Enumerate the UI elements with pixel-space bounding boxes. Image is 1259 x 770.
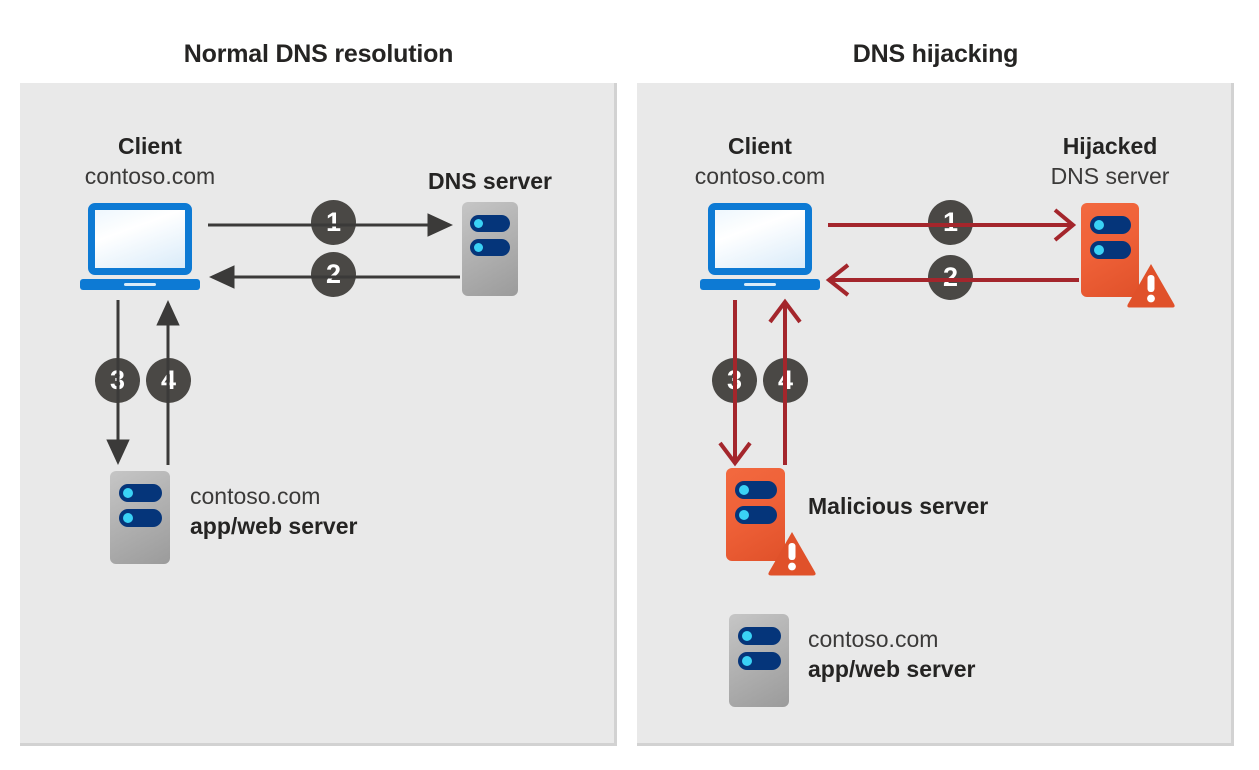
laptop-screen bbox=[708, 203, 812, 275]
warning-triangle-icon bbox=[768, 532, 816, 576]
server-led-2 bbox=[1094, 245, 1104, 255]
right-client-name: Client bbox=[728, 133, 792, 159]
left-dns-server-label: DNS server bbox=[395, 166, 585, 196]
left-dns-server-icon bbox=[462, 202, 518, 296]
server-led-1 bbox=[1094, 220, 1104, 230]
panel-normal-dns-resolution bbox=[20, 83, 617, 746]
left-step-badge-1: 1 bbox=[311, 200, 356, 245]
server-led-2 bbox=[739, 510, 749, 520]
right-step-badge-3: 3 bbox=[712, 358, 757, 403]
panel-title-dns-hijacking: DNS hijacking bbox=[852, 40, 1019, 68]
right-step-badge-1: 1 bbox=[928, 200, 973, 245]
right-app-web-server-role: app/web server bbox=[808, 656, 976, 682]
server-led-1 bbox=[474, 219, 483, 228]
right-hijacked-dns-server-subtitle: DNS server bbox=[1050, 163, 1170, 189]
laptop-screen bbox=[88, 203, 192, 275]
left-app-web-server-role: app/web server bbox=[190, 513, 358, 539]
right-hijacked-dns-server-icon bbox=[1081, 203, 1139, 297]
right-hijacked-dns-server-label: Hijacked DNS server bbox=[1020, 131, 1200, 191]
left-client-domain: contoso.com bbox=[84, 163, 216, 189]
server-led-2 bbox=[123, 513, 133, 523]
server-led-1 bbox=[739, 485, 749, 495]
left-app-web-server-icon bbox=[110, 471, 170, 564]
right-client-label: Client contoso.com bbox=[665, 131, 855, 191]
left-step-badge-3: 3 bbox=[95, 358, 140, 403]
right-app-web-server-domain: contoso.com bbox=[808, 626, 939, 652]
server-led-1 bbox=[123, 488, 133, 498]
warning-triangle-icon bbox=[1127, 264, 1175, 308]
panel-title-normal-dns-resolution: Normal DNS resolution bbox=[183, 40, 454, 68]
right-client-domain: contoso.com bbox=[694, 163, 826, 189]
right-laptop-icon bbox=[700, 203, 820, 293]
server-led-2 bbox=[742, 656, 752, 666]
left-app-web-server-domain: contoso.com bbox=[190, 483, 321, 509]
laptop-base-notch bbox=[744, 283, 776, 286]
right-app-web-server-icon bbox=[729, 614, 789, 707]
right-malicious-server-icon bbox=[726, 468, 785, 561]
left-laptop-icon bbox=[80, 203, 200, 293]
right-hijacked-dns-server-name: Hijacked bbox=[1062, 133, 1158, 159]
left-dns-server-name: DNS server bbox=[427, 168, 553, 194]
right-app-web-server-label: contoso.com app/web server bbox=[808, 624, 1108, 684]
right-malicious-server-label: Malicious server bbox=[808, 491, 1108, 521]
laptop-base-notch bbox=[124, 283, 156, 286]
right-step-badge-4: 4 bbox=[763, 358, 808, 403]
left-client-label: Client contoso.com bbox=[55, 131, 245, 191]
left-step-badge-4: 4 bbox=[146, 358, 191, 403]
server-led-1 bbox=[742, 631, 752, 641]
right-step-badge-2: 2 bbox=[928, 255, 973, 300]
left-app-web-server-label: contoso.com app/web server bbox=[190, 481, 490, 541]
left-step-badge-2: 2 bbox=[311, 252, 356, 297]
server-led-2 bbox=[474, 243, 483, 252]
left-client-name: Client bbox=[118, 133, 182, 159]
right-malicious-server-name: Malicious server bbox=[808, 493, 989, 519]
